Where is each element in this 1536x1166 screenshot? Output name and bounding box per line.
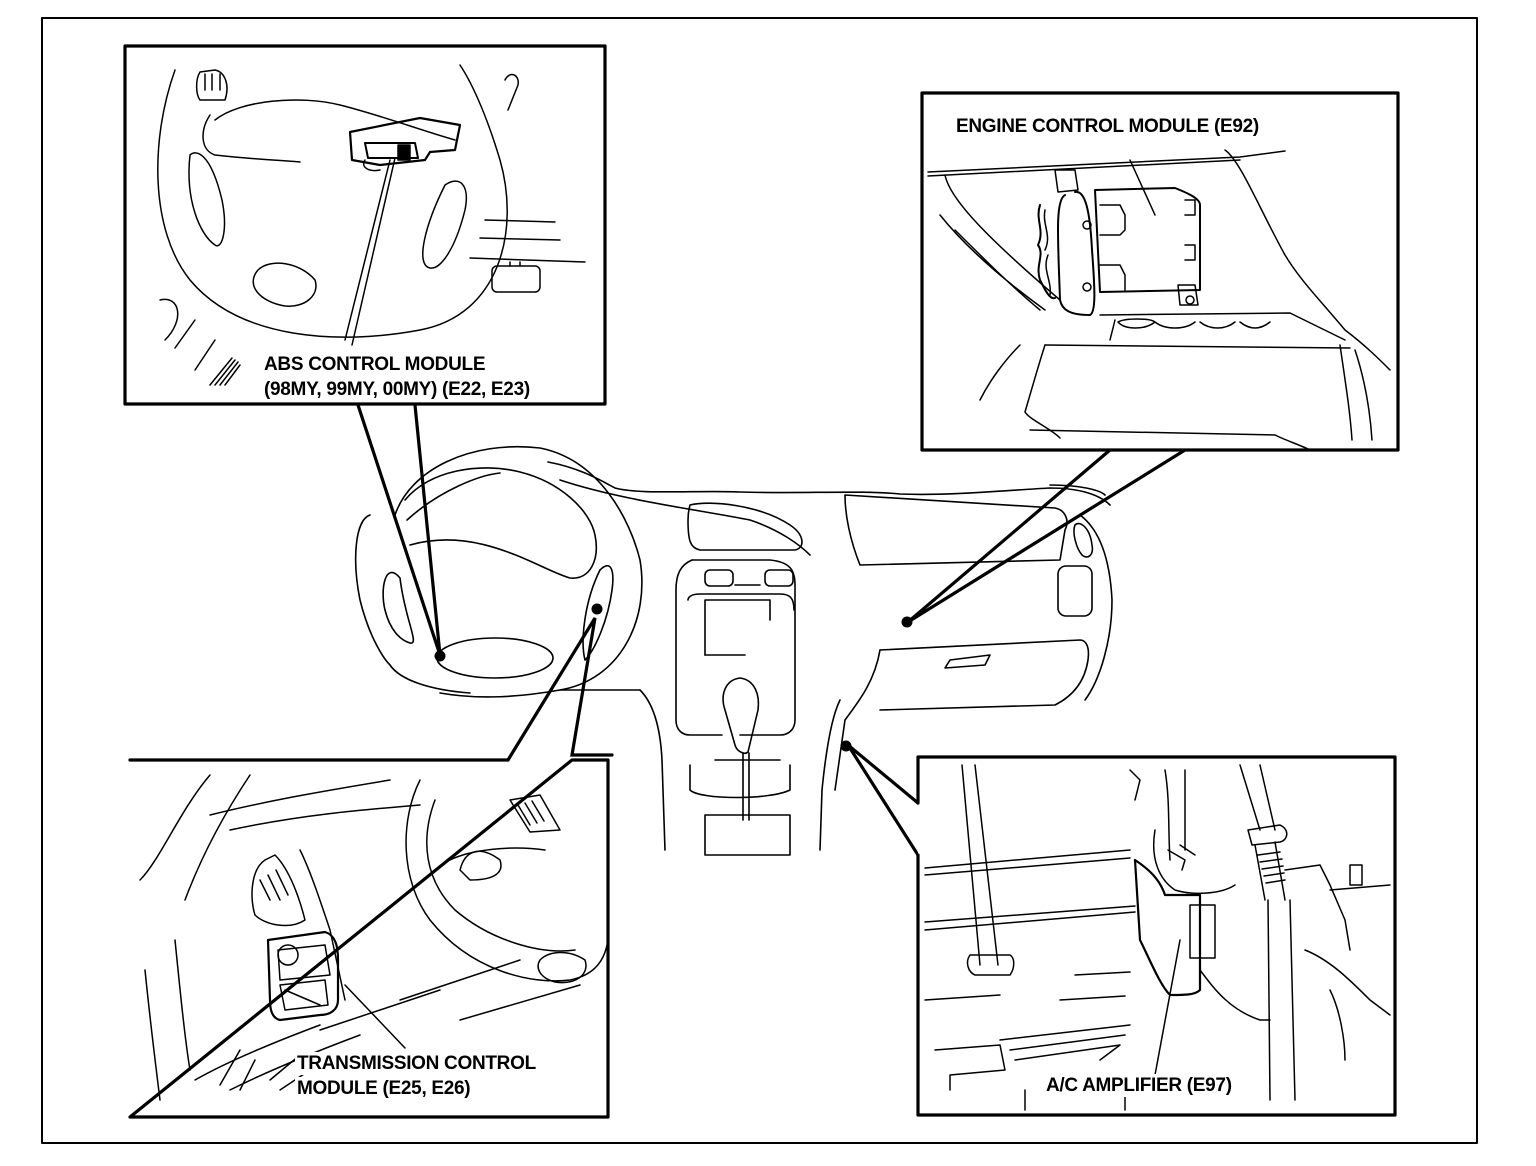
ecm-module-body — [1094, 187, 1201, 293]
ecm-location-dot — [901, 616, 913, 628]
ac-leader — [846, 743, 920, 857]
ecm-leader — [906, 448, 1187, 624]
ecm-label: ENGINE CONTROL MODULE (E92) — [954, 115, 1261, 138]
ac-amplifier-body — [1133, 858, 1202, 997]
abs-leader — [356, 403, 442, 656]
tcm-module-pointer — [344, 984, 406, 1049]
gear-shifter — [722, 677, 760, 754]
ac-label: A/C AMPLIFIER (E97) — [1044, 1074, 1234, 1097]
console-knob-right — [764, 569, 794, 587]
abs-label-line1: ABS CONTROL MODULE — [262, 353, 488, 376]
inset-ecm — [920, 91, 1400, 452]
passenger-vent-panel — [844, 494, 1068, 566]
outer-frame — [41, 17, 1478, 1144]
center-vent — [687, 502, 803, 551]
ac-seat-rail-clip — [966, 954, 1015, 976]
console-display — [704, 599, 771, 656]
shifter-base — [704, 814, 791, 856]
tcm-leader — [506, 617, 614, 762]
dashboard-overview — [354, 446, 1113, 856]
console-knob-left — [704, 569, 734, 587]
instrument-cluster-left — [354, 514, 471, 694]
center-console — [691, 559, 796, 736]
tcm-location-dot — [591, 603, 603, 615]
abs-module-pointer — [351, 157, 396, 346]
tcm-steering-wheel — [405, 779, 609, 982]
dashboard-top-edge — [547, 461, 1111, 506]
steering-wheel-outer — [394, 446, 643, 698]
abs-module-body — [348, 116, 462, 167]
steering-wheel-inner — [404, 467, 597, 579]
glove-box — [879, 639, 1090, 711]
ac-location-dot — [840, 740, 852, 752]
tcm-module-body — [266, 930, 340, 1022]
abs-location-dot — [434, 650, 446, 662]
abs-steering-wheel — [157, 64, 508, 338]
abs-label-line2: (98MY, 99MY, 00MY) (E22, E23) — [262, 378, 532, 401]
side-vent — [1057, 565, 1093, 617]
tcm-label-line1: TRANSMISSION CONTROL — [295, 1052, 538, 1075]
tcm-label-line2: MODULE (E25, E26) — [295, 1077, 473, 1100]
abs-rearview-mirror — [491, 265, 541, 293]
steering-lower-spoke — [436, 637, 554, 679]
callout-dots — [434, 603, 913, 752]
inset-tcm — [128, 758, 610, 1119]
inset-abs — [123, 44, 607, 406]
inset-ac — [916, 755, 1397, 1117]
